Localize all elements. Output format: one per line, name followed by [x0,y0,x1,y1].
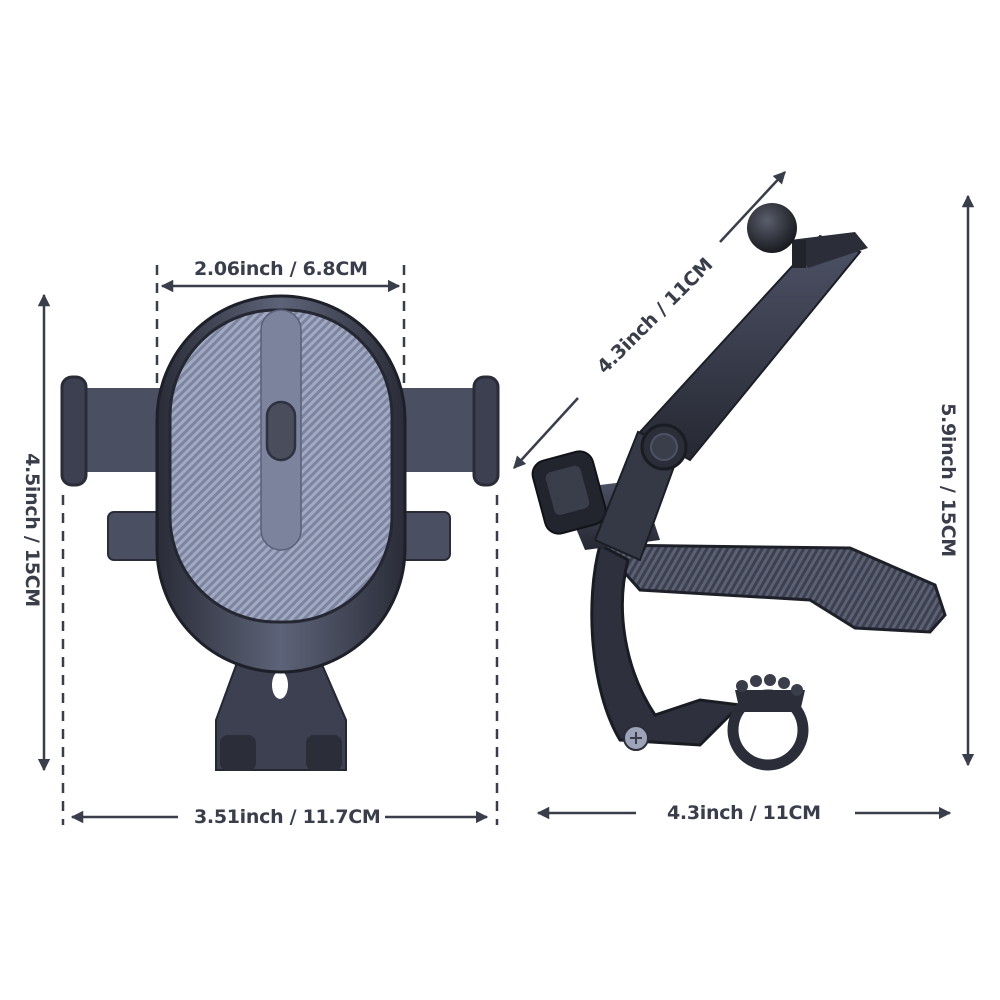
side-view-product [531,203,947,771]
side-height-label: 5.9inch / 15CM [937,403,959,557]
front-extension-lines [61,265,499,825]
arm-length-arrow-lower [513,397,579,469]
side-width-label: 4.3inch / 11CM [663,802,825,824]
front-height-label: 4.5inch / 15CM [21,453,43,607]
inner-width-label: 2.06inch / 6.8CM [190,258,372,280]
front-view-product [60,294,500,771]
arm-length-arrow-upper [719,171,786,243]
outer-width-label: 3.51inch / 11.7CM [190,806,385,828]
